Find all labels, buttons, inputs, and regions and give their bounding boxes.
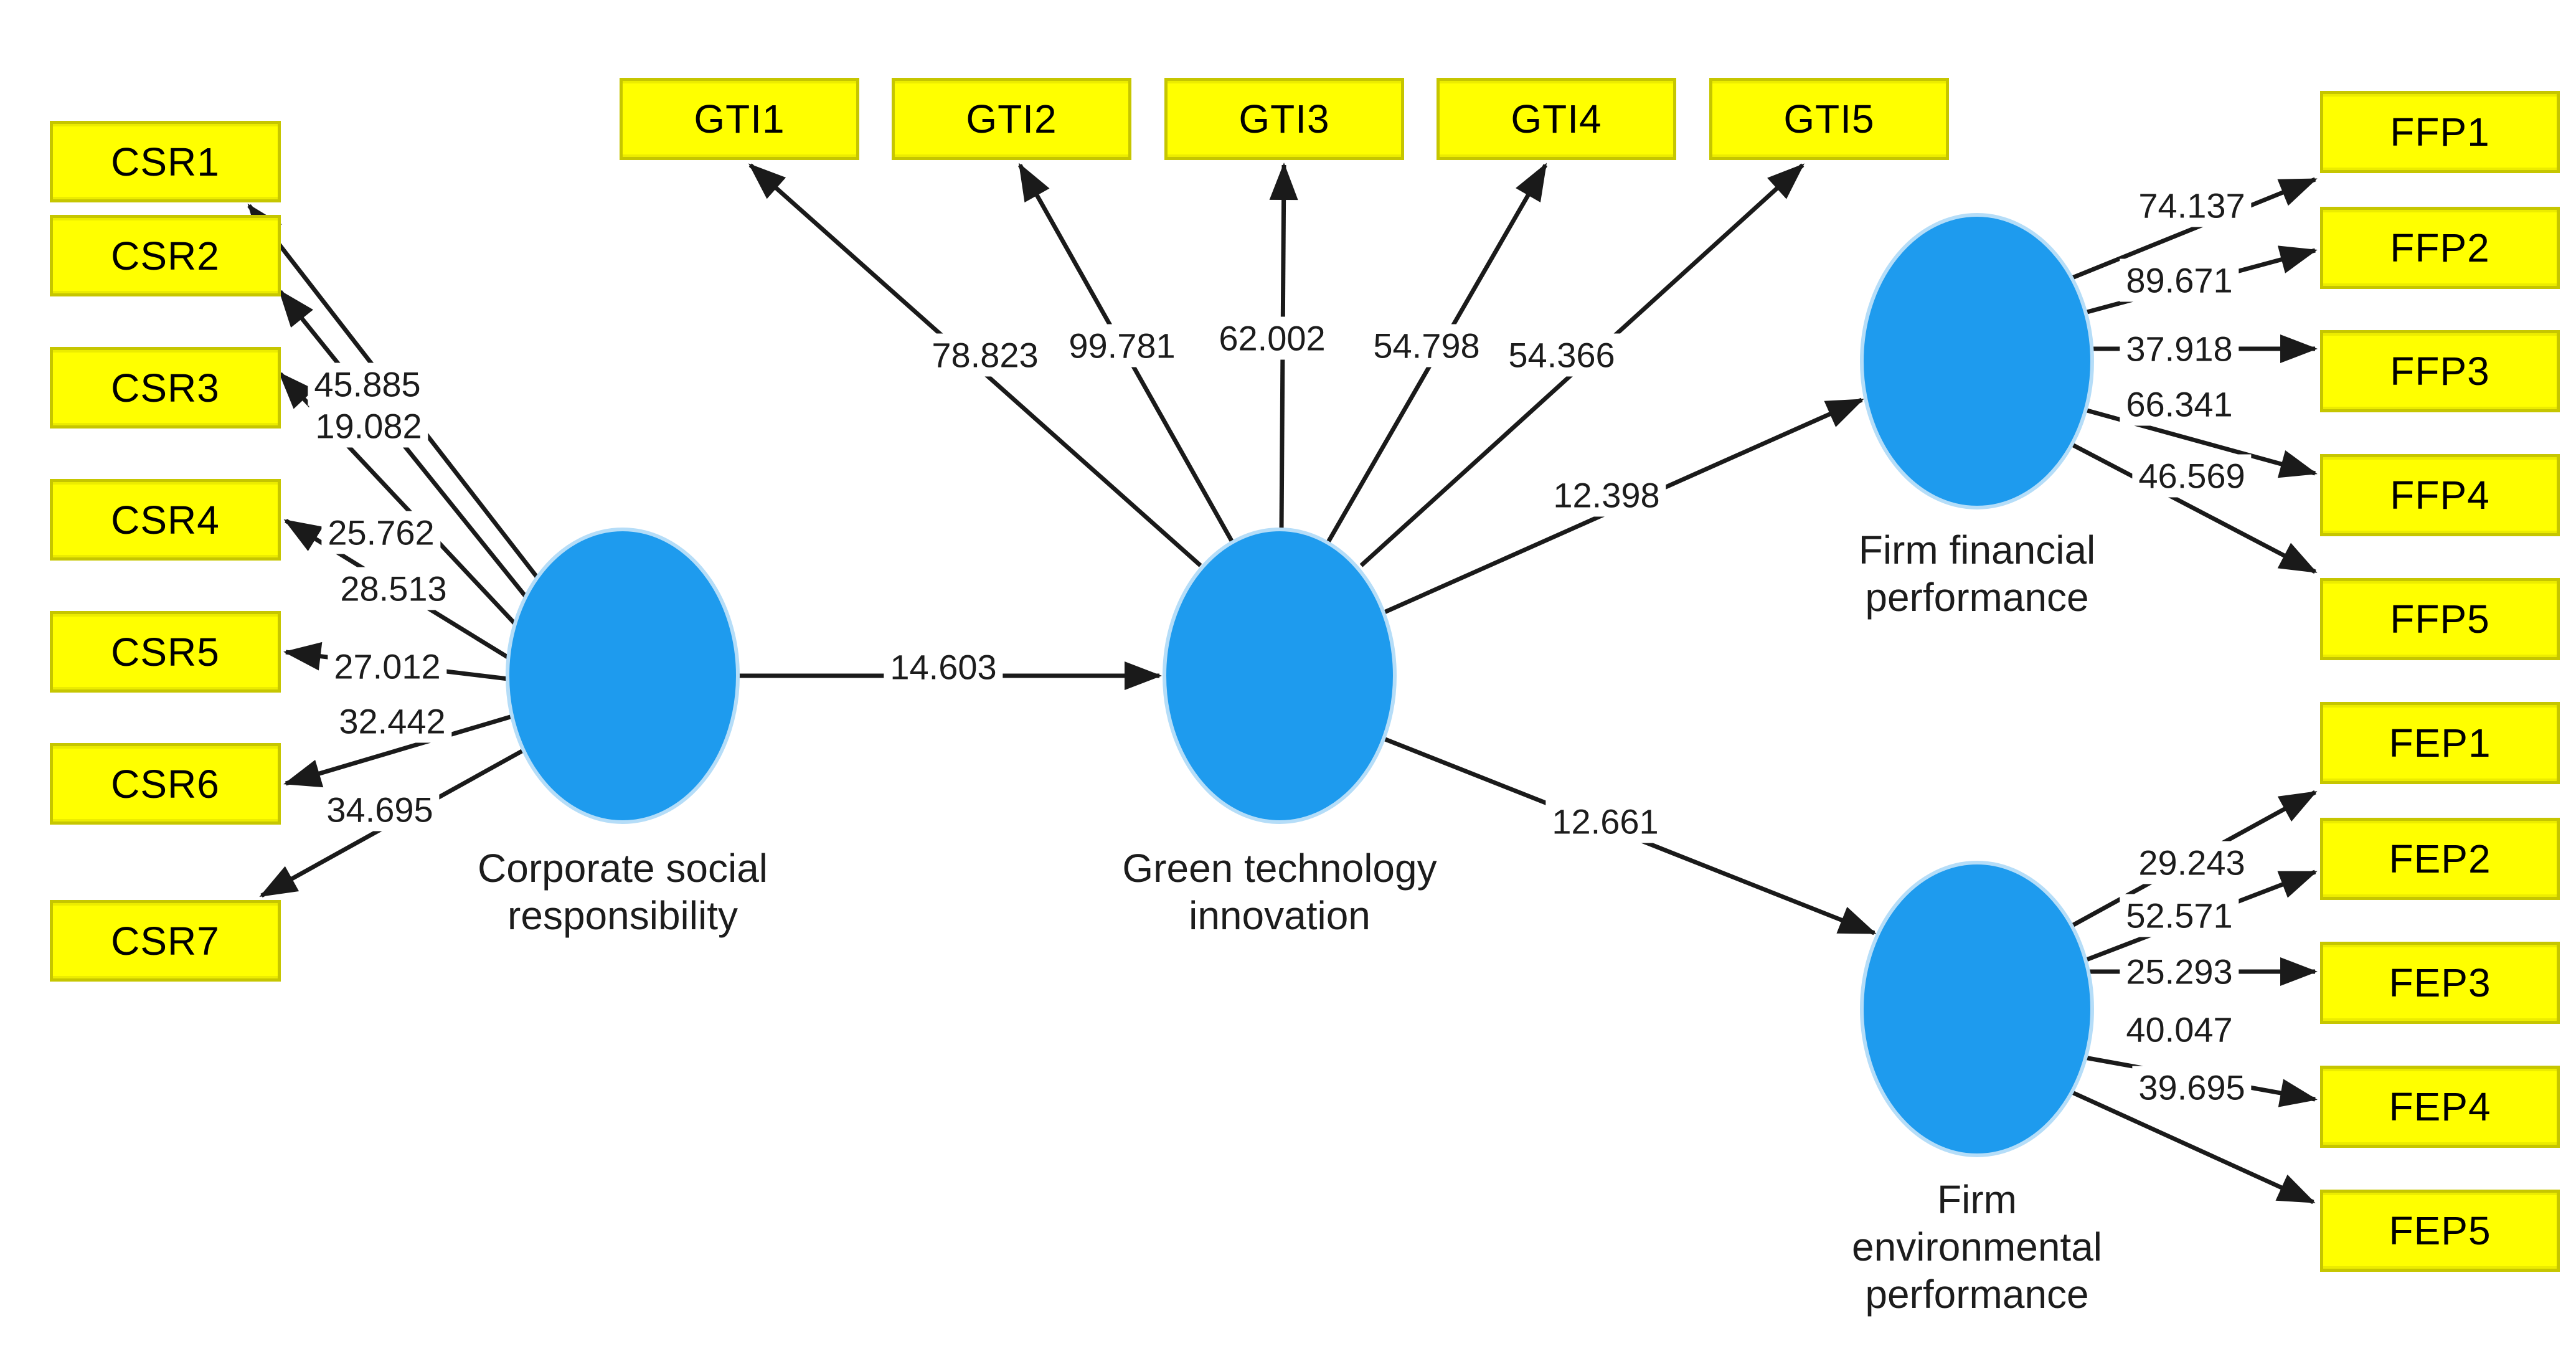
indicator-csr4: CSR4: [50, 479, 281, 561]
indicator-label: GTI1: [694, 97, 785, 141]
indicator-label: CSR3: [111, 365, 220, 410]
loading-ffp1: 74.137: [2132, 184, 2252, 227]
indicator-gti3: GTI3: [1164, 78, 1404, 160]
indicator-label: FEP4: [2389, 1084, 2491, 1129]
indicator-label: CSR1: [111, 139, 220, 184]
path-coefficient-gti-fep: 12.661: [1545, 800, 1665, 843]
indicator-label: CSR7: [111, 918, 220, 964]
arrow-ffp-to-ffp1: [2071, 177, 2318, 280]
indicator-fep1: FEP1: [2320, 702, 2560, 784]
loading-ffp3: 37.918: [2120, 327, 2239, 371]
loading-fep2: 52.571: [2120, 894, 2239, 937]
indicator-fep2: FEP2: [2320, 818, 2560, 900]
indicator-csr6: CSR6: [50, 743, 281, 825]
indicator-label: FFP5: [2390, 597, 2490, 642]
loading-ffp4: 66.341: [2120, 382, 2239, 426]
indicator-ffp5: FFP5: [2320, 578, 2560, 660]
construct-ellipse-ffp: [1860, 213, 2094, 509]
indicator-label: CSR2: [111, 233, 220, 278]
loading-gti4: 54.798: [1367, 324, 1486, 367]
indicator-gti2: GTI2: [892, 78, 1131, 160]
indicator-gti5: GTI5: [1709, 78, 1949, 160]
construct-label-csr: Corporate social responsibility: [436, 845, 809, 939]
construct-ellipse-gti: [1163, 528, 1397, 824]
indicator-ffp4: FFP4: [2320, 454, 2560, 536]
loading-gti2: 99.781: [1062, 324, 1182, 367]
indicator-label: GTI2: [966, 97, 1057, 141]
indicator-fep5: FEP5: [2320, 1190, 2560, 1272]
construct-label-line: innovation: [1189, 893, 1371, 938]
loading-ffp2: 89.671: [2120, 258, 2239, 302]
arrow-ffp-to-ffp5: [2071, 442, 2318, 574]
construct-label-line: performance: [1865, 575, 2089, 620]
indicator-label: FEP3: [2389, 960, 2491, 1005]
loading-gti1: 78.823: [925, 333, 1045, 377]
construct-label-line: performance: [1865, 1272, 2089, 1317]
indicator-label: CSR6: [111, 761, 220, 807]
indicator-label: FEP5: [2389, 1208, 2491, 1253]
loading-csr3: 25.762: [321, 511, 441, 554]
indicator-label: FEP2: [2389, 836, 2491, 881]
indicator-label: GTI4: [1511, 97, 1602, 141]
arrow-csr-to-csr6: [283, 714, 513, 788]
indicator-csr2: CSR2: [50, 215, 281, 296]
construct-ellipse-csr: [506, 528, 740, 824]
construct-label-fep: Firm environmental performance: [1790, 1176, 2164, 1318]
loading-gti5: 54.366: [1502, 333, 1621, 377]
indicator-label: CSR5: [111, 629, 220, 675]
indicator-label: FFP2: [2390, 225, 2490, 270]
loading-csr7: 34.695: [320, 788, 440, 831]
indicator-label: FFP1: [2390, 110, 2490, 154]
loading-csr4: 28.513: [334, 567, 453, 610]
indicator-ffp2: FFP2: [2320, 207, 2560, 289]
loading-csr2: 19.082: [309, 404, 428, 448]
loading-ffp5: 46.569: [2132, 454, 2252, 498]
construct-label-gti: Green technology innovation: [1093, 845, 1466, 939]
construct-label-line: Firm: [1937, 1177, 2017, 1222]
indicator-gti4: GTI4: [1437, 78, 1676, 160]
indicator-fep4: FEP4: [2320, 1066, 2560, 1148]
indicator-gti1: GTI1: [620, 78, 859, 160]
indicator-label: GTI3: [1238, 97, 1330, 141]
arrow-fep-to-fep5: [2071, 1090, 2316, 1205]
indicator-csr1: CSR1: [50, 121, 281, 202]
loading-csr1: 45.885: [308, 362, 427, 406]
indicator-ffp3: FFP3: [2320, 330, 2560, 412]
construct-label-line: Corporate social: [478, 846, 768, 891]
construct-label-line: responsibility: [507, 893, 738, 938]
indicator-csr3: CSR3: [50, 347, 281, 429]
loading-csr5: 27.012: [328, 645, 447, 688]
indicator-label: FEP1: [2389, 721, 2491, 765]
indicator-fep3: FEP3: [2320, 942, 2560, 1024]
loading-fep1: 29.243: [2132, 841, 2252, 884]
loading-fep5: 39.695: [2132, 1066, 2252, 1109]
indicator-label: FFP4: [2390, 473, 2490, 518]
loading-fep4: 40.047: [2120, 1008, 2239, 1051]
indicator-csr7: CSR7: [50, 900, 281, 982]
indicator-ffp1: FFP1: [2320, 91, 2560, 173]
construct-label-line: Firm financial: [1858, 528, 2096, 572]
path-coefficient-gti-ffp: 12.398: [1547, 473, 1666, 517]
path-coefficient-csr-gti: 14.603: [884, 645, 1003, 689]
indicator-label: GTI5: [1783, 97, 1875, 141]
loading-csr6: 32.442: [333, 699, 452, 743]
loading-fep3: 25.293: [2120, 950, 2239, 993]
indicator-label: CSR4: [111, 497, 220, 542]
construct-ellipse-fep: [1860, 861, 2094, 1157]
construct-label-line: environmental: [1852, 1224, 2102, 1269]
indicator-csr5: CSR5: [50, 611, 281, 693]
construct-label-ffp: Firm financial performance: [1790, 526, 2164, 621]
indicator-label: FFP3: [2390, 349, 2490, 394]
construct-label-line: Green technology: [1122, 846, 1437, 891]
loading-gti3: 62.002: [1212, 316, 1332, 360]
